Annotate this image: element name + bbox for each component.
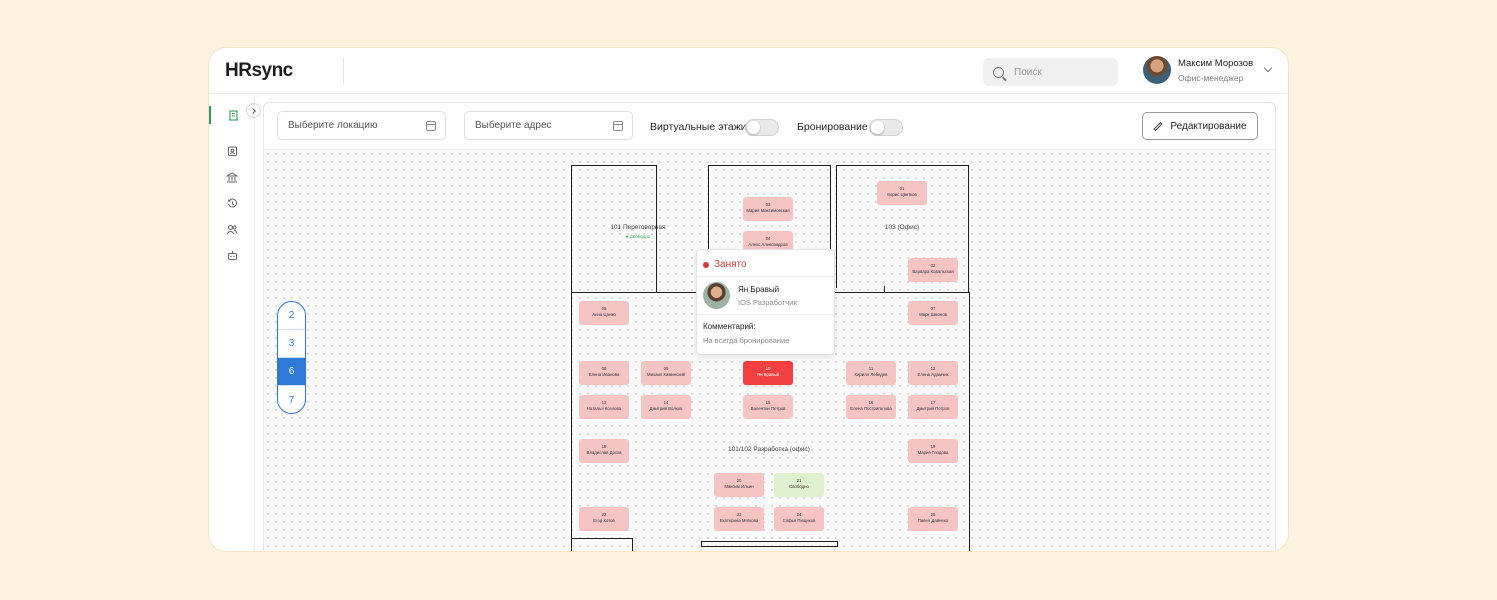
booking-label: Бронирование [797,121,868,133]
logo[interactable]: HRsync [225,60,293,81]
toolbar: Выберите локацию Выберите адрес Виртуаль… [264,103,1275,150]
comment-text: На всегда бронирование [703,336,790,345]
sidebar-item-bot[interactable] [209,246,255,264]
building-icon [228,109,238,121]
robot-icon [227,250,237,260]
small-room-wall [571,538,633,551]
occupied-status-label: Занято [714,259,747,270]
avatar [703,282,730,309]
app-window: HRsync Максим Морозов Офис-менеджер [208,47,1289,552]
employee-name: Ян Бравый [738,285,780,294]
history-icon [227,198,237,207]
edit-button-label: Редактирование [1170,120,1247,132]
desk-info-popup: Занято Ян Бравый IOS Разработчик Коммент… [696,249,835,355]
user-name: Максим Морозов [1178,57,1254,69]
pencil-icon [1153,121,1164,131]
occupied-status: Занято [703,259,747,270]
floor-3-button[interactable]: 3 [278,330,305,358]
bank-icon [226,171,238,182]
header-divider [343,58,344,84]
sidebar [209,94,261,551]
calendar-icon [613,121,623,131]
virtual-floors-toggle[interactable] [745,119,779,136]
calendar-icon [426,121,436,131]
edit-button[interactable]: Редактирование [1142,112,1258,140]
floor-7-button[interactable]: 7 [288,394,295,406]
status-dot-icon [703,261,709,268]
sidebar-item-bank[interactable] [209,168,255,186]
top-header: HRsync Максим Морозов Офис-менеджер [209,48,1288,94]
address-select[interactable]: Выберите адрес [464,111,633,140]
search-box[interactable] [983,58,1118,86]
bottom-partition [701,541,838,547]
booking-toggle[interactable] [869,119,903,136]
sidebar-item-users[interactable] [209,220,255,238]
user-menu[interactable]: Максим Морозов Офис-менеджер [1143,56,1273,84]
floor-selector: 2 3 6 7 [277,301,306,414]
address-select-placeholder: Выберите адрес [475,120,552,131]
room-101-label: 101 Переговорная [610,224,666,231]
location-select-placeholder: Выберите локацию [288,120,378,131]
badge-icon [227,146,237,156]
chevron-right-icon [250,107,256,114]
search-icon [993,66,1004,78]
room-101-102-label: 101/102 Разработка (офис) [728,446,810,453]
floor-6-button[interactable]: 6 [278,358,305,386]
room-101-status: ● Свободно [625,234,651,239]
popup-divider [697,314,834,315]
search-input[interactable] [1014,66,1104,78]
employee-role: IOS Разработчик [738,298,797,307]
location-select[interactable]: Выберите локацию [277,111,446,140]
popup-divider [697,276,834,277]
comment-label: Комментарий: [703,322,756,331]
room-101-wall [571,165,657,288]
room-103-wall [836,165,969,288]
floor-plan-canvas[interactable]: 2 3 6 7 101 Переговорная ● Свободно 103 … [264,150,1275,551]
floor-plan-panel: Выберите локацию Выберите адрес Виртуаль… [263,102,1276,551]
sidebar-item-history[interactable] [209,194,255,212]
room-103-label: 103 (Офис) [884,224,920,231]
chevron-down-icon[interactable] [1263,63,1273,73]
user-role: Офис-менеджер [1178,72,1244,83]
expand-sidebar-button[interactable] [246,103,261,118]
sidebar-item-badges[interactable] [209,142,255,160]
virtual-floors-label: Виртуальные этажи [650,121,747,133]
sidebar-item-offices[interactable] [209,106,255,124]
avatar [1143,56,1171,84]
floor-2-button[interactable]: 2 [278,302,305,330]
users-icon [226,224,238,234]
